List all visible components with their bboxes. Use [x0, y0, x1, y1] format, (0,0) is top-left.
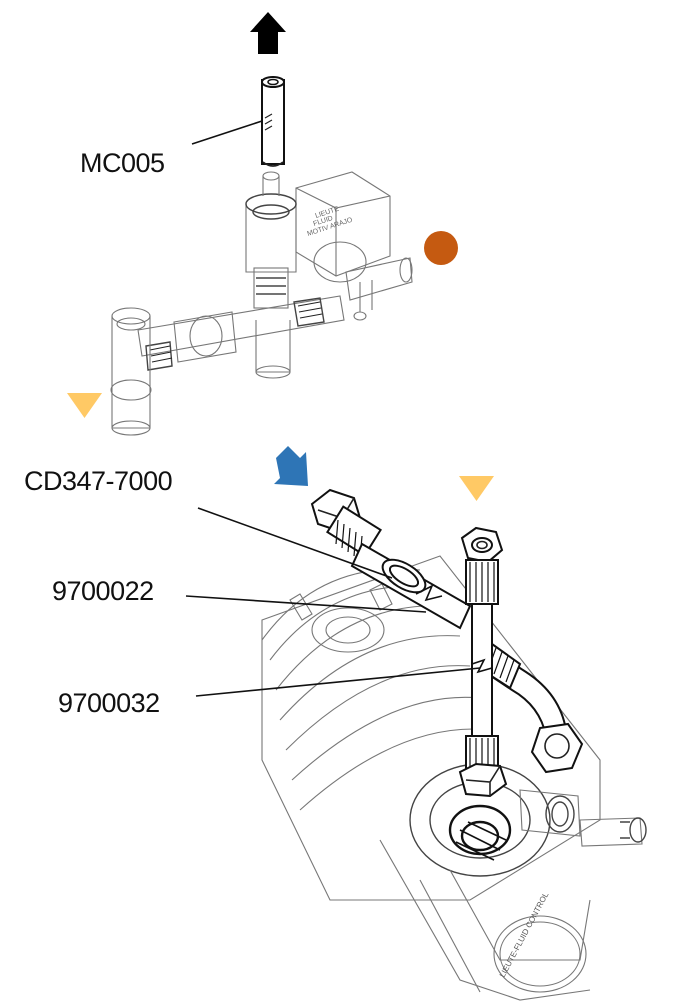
- mc005-label: MC005: [80, 148, 165, 178]
- orange-dot-marker: [424, 231, 458, 265]
- vertical-hose-assembly: [458, 526, 508, 798]
- mc005-tube: [261, 76, 285, 167]
- 9700022-label: 9700022: [52, 576, 154, 606]
- cd347-hose-assembly: [310, 488, 584, 774]
- up-arrow-icon: [250, 12, 286, 54]
- 9700022-leader-line: [185, 595, 427, 613]
- triangle-marker-left: [67, 393, 102, 418]
- cap-brand-text: LIEUTE-FLUID CONTROL: [498, 890, 551, 979]
- 9700032-label: 9700032: [58, 688, 160, 718]
- cd347-leader-line: [197, 507, 393, 579]
- mc005-leader-line: [191, 120, 263, 145]
- blue-arrow-icon: [274, 446, 308, 486]
- cd347-7000-label: CD347-7000: [24, 466, 173, 496]
- triangle-marker-right: [459, 476, 494, 501]
- 9700032-leader-line: [195, 667, 481, 697]
- upper-valve-assembly: LIEUTE FLUID MOTIV ARAJO: [110, 171, 413, 436]
